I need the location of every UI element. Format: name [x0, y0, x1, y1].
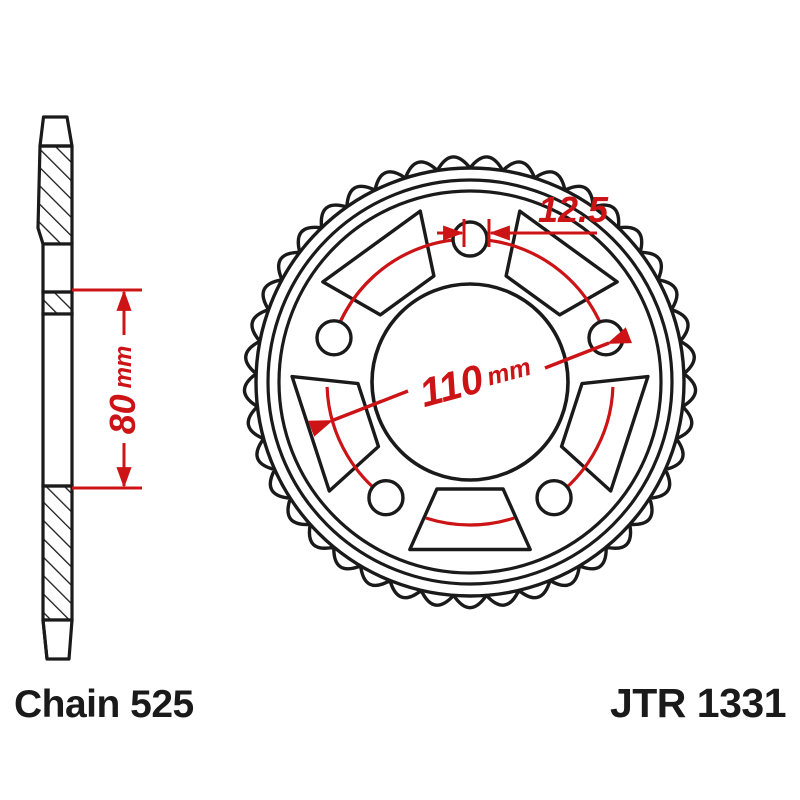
bolt-circle-arc	[425, 516, 515, 527]
bolt-hole	[315, 319, 353, 357]
profile-mid-hatched-band	[41, 290, 74, 316]
bolt-hole	[451, 220, 489, 258]
spoke-cutouts	[290, 209, 650, 552]
bolt-hole	[535, 478, 573, 517]
spoke-cutout	[408, 487, 532, 552]
rim-ring-outer	[266, 178, 674, 586]
profile-mid-band	[41, 242, 74, 294]
rim-ring-inner	[277, 189, 663, 575]
profile-center-web	[41, 312, 74, 488]
dimension-label-12-5: 12.5	[538, 189, 609, 230]
dimension-80mm: 80mm	[72, 288, 143, 490]
dim110-arrow-lower-left	[307, 389, 409, 437]
profile-top-tooth	[38, 115, 74, 148]
center-bore	[370, 282, 570, 482]
profile-bottom-hatched-body	[41, 484, 74, 622]
dimension-label-80mm: 80mm	[102, 346, 143, 435]
sprocket-face	[242, 155, 698, 610]
profile-top-hatched-body	[36, 144, 74, 246]
chain-size-label: Chain 525	[14, 683, 194, 726]
sprocket-cross-section	[36, 115, 74, 661]
dimension-12-5: 12.5	[437, 189, 609, 247]
dim110-arrow-upper-right	[544, 327, 633, 370]
spoke-cutout	[321, 209, 436, 317]
part-number-label: JTR 1331	[610, 680, 786, 726]
profile-bottom-tooth-edge	[41, 619, 49, 660]
bolt-hole	[367, 478, 405, 517]
